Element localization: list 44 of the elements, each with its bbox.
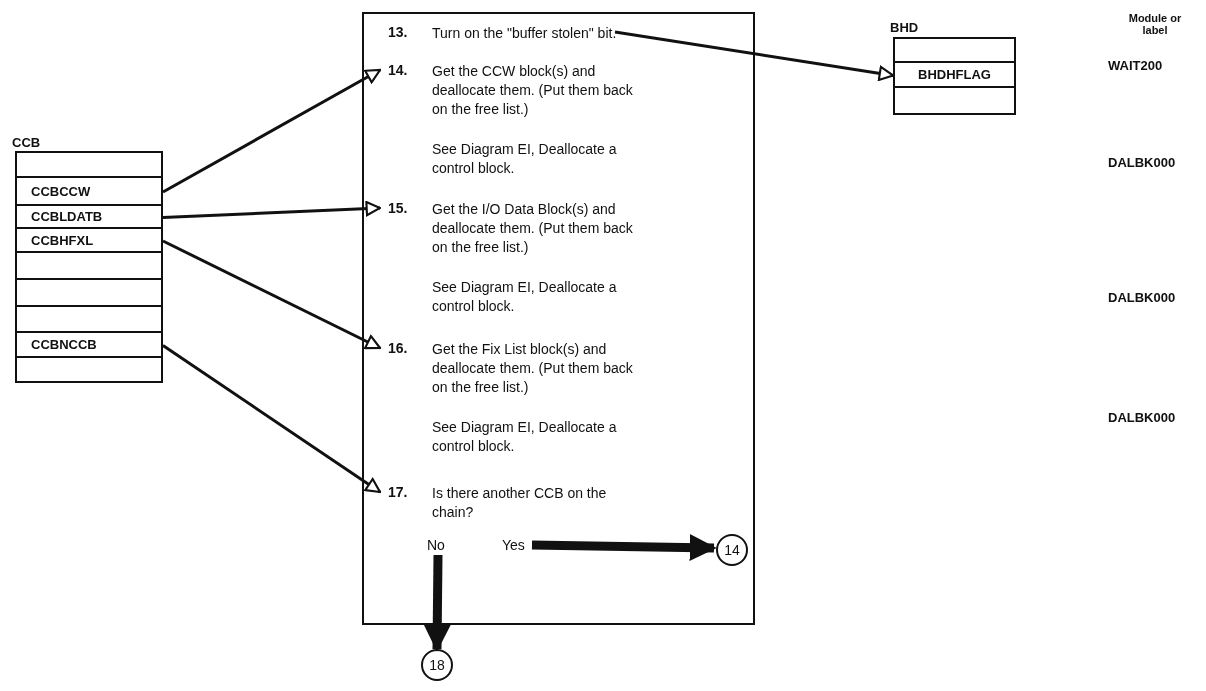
step-text: Turn on the "buffer stolen" bit. [432, 24, 617, 43]
empty-field-cell [893, 37, 1016, 63]
field-cell: CCBHFXL [15, 229, 163, 253]
table-title: BHD [890, 20, 919, 35]
step-text: Get the CCW block(s) and deallocate them. (Put them back on the free list.) [432, 62, 634, 119]
arrow [162, 344, 382, 494]
process-box [362, 12, 755, 625]
reference-note: See Diagram EI, Deallocate a control block. [432, 140, 618, 178]
arrow [423, 554, 451, 652]
connector-circle: 14 [716, 534, 748, 566]
module-label: Module or label [1127, 12, 1183, 36]
module-label: DALBK000 [1108, 410, 1176, 425]
field-cell: BHDHFLAG [893, 63, 1016, 88]
module-label: DALBK000 [1108, 155, 1176, 170]
empty-field-cell [15, 151, 163, 178]
reference-note: See Diagram EI, Deallocate a control block. [432, 278, 618, 316]
arrow [162, 200, 382, 219]
field-cell: CCBNCCB [15, 333, 163, 358]
step-text: Is there another CCB on the chain? [432, 484, 608, 522]
module-label: WAIT200 [1108, 58, 1163, 73]
step-number: 17. [388, 484, 408, 500]
arrow [162, 239, 382, 350]
arrow [614, 30, 895, 82]
decision-answer: Yes [502, 537, 534, 557]
reference-note: See Diagram EI, Deallocate a control block. [432, 418, 618, 456]
step-text: Get the Fix List block(s) and deallocate them. (Put them back on the free list.) [432, 340, 634, 397]
table-title: CCB [12, 135, 41, 150]
empty-field-cell [15, 253, 163, 280]
step-number: 13. [388, 24, 408, 40]
empty-field-cell [893, 88, 1016, 115]
field-cell: CCBLDATB [15, 206, 163, 229]
module-label: DALBK000 [1108, 290, 1176, 305]
arrow [162, 68, 382, 194]
step-text: Get the I/O Data Block(s) and deallocate them. (Put them back on the free list.) [432, 200, 634, 257]
connector-circle: 18 [421, 649, 453, 681]
step-number: 16. [388, 340, 408, 356]
decision-answer: No [427, 537, 453, 557]
arrow [531, 534, 717, 562]
empty-field-cell [15, 307, 163, 333]
step-number: 15. [388, 200, 408, 216]
empty-field-cell [15, 280, 163, 307]
empty-field-cell [15, 358, 163, 383]
field-cell: CCBCCW [15, 178, 163, 206]
step-number: 14. [388, 62, 408, 78]
